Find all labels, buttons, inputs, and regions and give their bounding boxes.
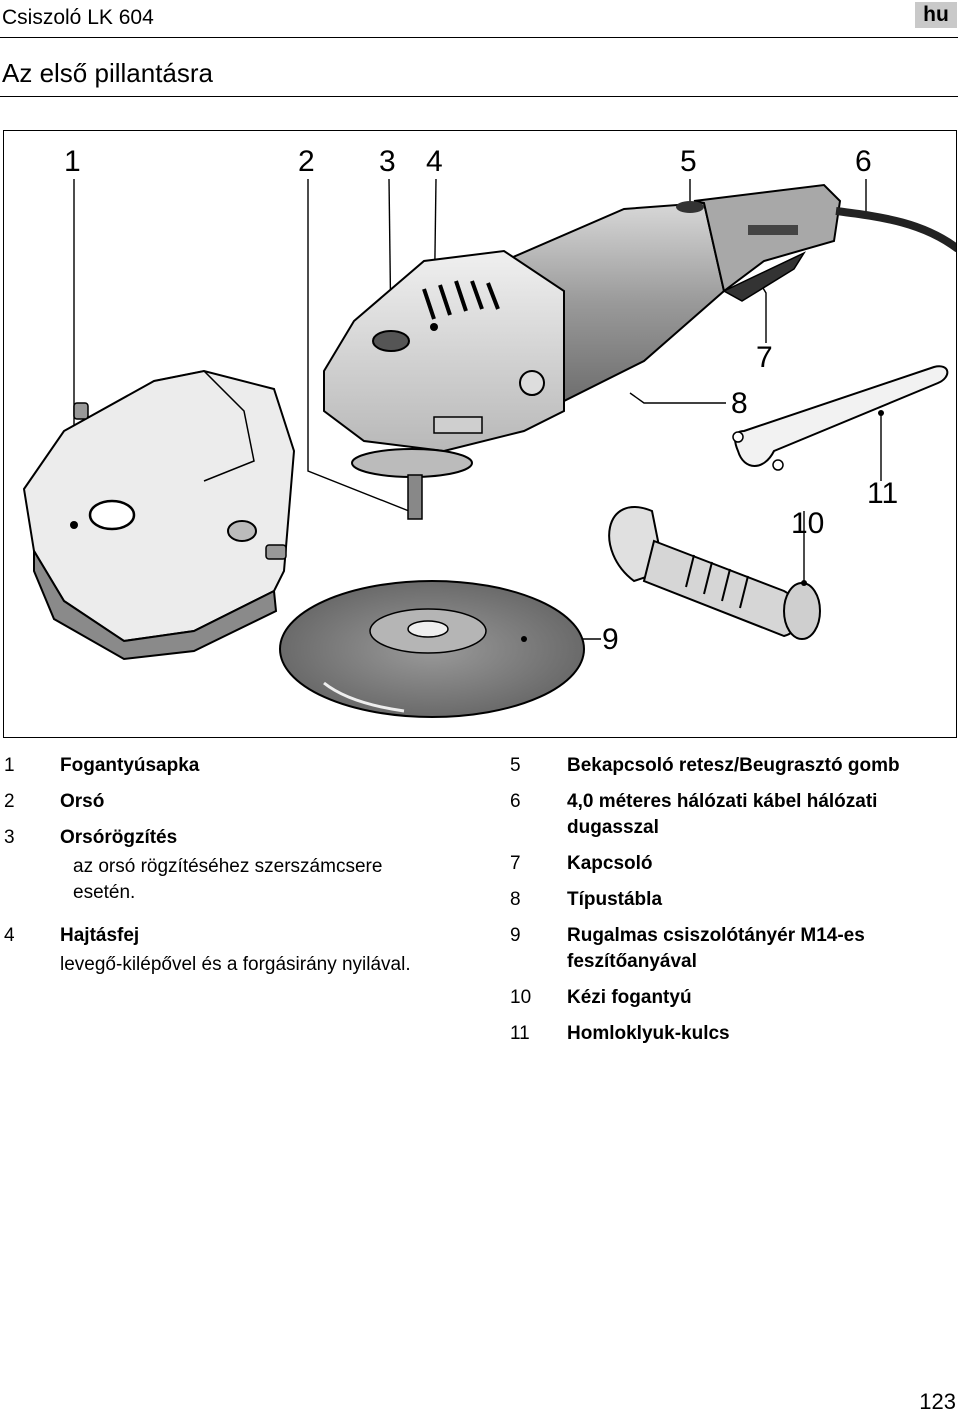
callout-5: 5	[680, 145, 697, 178]
legend-number: 10	[510, 987, 532, 1008]
callout-3: 3	[379, 145, 396, 178]
legend-label: Kézi fogantyú	[567, 987, 692, 1008]
legend-number: 4	[4, 925, 15, 946]
legend-label: Orsó	[60, 791, 105, 812]
legend-right: 5 Bekapcsoló retesz/Beugrasztó gomb 6 4,…	[510, 753, 958, 1053]
language-badge: hu	[915, 2, 957, 28]
legend-number: 5	[510, 755, 521, 776]
legend-number: 7	[510, 853, 521, 874]
page-number: 123	[919, 1389, 956, 1414]
legend-left: 1 Fogantyúsapka 2 Orsó 3 Orsórögzítés az…	[4, 753, 464, 993]
legend-number: 3	[4, 827, 15, 848]
legend-label: Rugalmas csiszolótányér M14-es	[567, 925, 865, 946]
legend-label: Kapcsoló	[567, 853, 653, 874]
legend-number: 9	[510, 925, 521, 946]
legend-description: levegő-kilépővel és a forgásirány nyiláv…	[60, 954, 411, 975]
callout-2: 2	[298, 145, 315, 178]
product-overview-figure: 1 2 3 4 5 6 7 8 9 10 11	[3, 130, 957, 738]
legend-number: 1	[4, 755, 15, 776]
grinder-body-shape	[323, 183, 956, 520]
legend-label: Típustábla	[567, 889, 663, 910]
legend-label: 4,0 méteres hálózati kábel hálózati	[567, 791, 878, 812]
legend-description: az orsó rögzítéséhez szerszámcsere	[73, 856, 383, 877]
legend-number: 6	[510, 791, 521, 812]
legend-number: 2	[4, 791, 15, 812]
header-rule	[0, 37, 958, 38]
legend-label: Hajtásfej	[60, 925, 140, 946]
legend-label: Orsórögzítés	[60, 827, 178, 848]
legend-label: Fogantyúsapka	[60, 755, 200, 776]
legend-number: 8	[510, 889, 521, 910]
legend-description: esetén.	[73, 882, 136, 903]
callout-9: 9	[602, 623, 619, 656]
spanner-wrench-shape	[732, 365, 949, 471]
callout-6: 6	[855, 145, 872, 178]
section-rule	[0, 96, 958, 97]
document-header-title: Csiszoló LK 604	[2, 6, 154, 29]
legend-number: 11	[510, 1023, 530, 1044]
callout-4: 4	[426, 145, 443, 178]
callout-7: 7	[756, 341, 773, 374]
angle-grinder-illustration	[22, 178, 956, 718]
legend-label: Bekapcsoló retesz/Beugrasztó gomb	[567, 755, 900, 776]
callout-8: 8	[731, 387, 748, 420]
callout-11: 11	[867, 477, 899, 510]
legend-label-continued: dugasszal	[567, 817, 659, 838]
legend-label-continued: feszítőanyával	[567, 951, 697, 972]
section-title: Az első pillantásra	[2, 58, 213, 88]
callout-1: 1	[64, 145, 81, 178]
backing-pad-shape	[279, 580, 585, 718]
legend-label: Homloklyuk-kulcs	[567, 1023, 730, 1044]
callout-10: 10	[791, 507, 825, 540]
handle-cap-shape	[22, 369, 296, 661]
side-handle-shape	[608, 506, 821, 640]
